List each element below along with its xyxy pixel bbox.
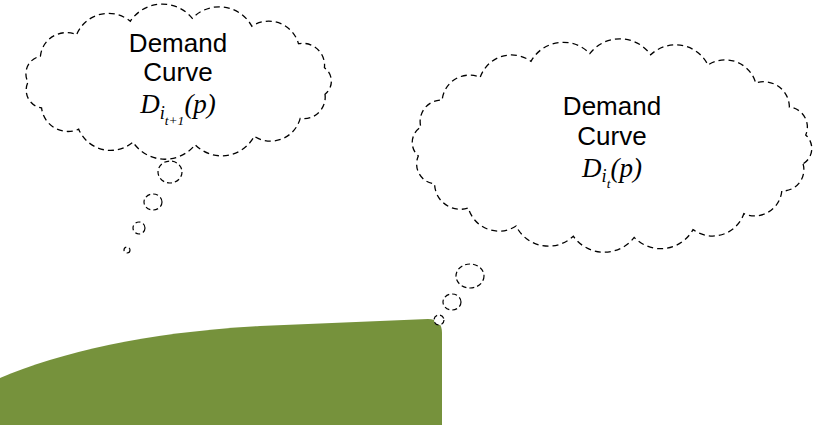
thought-bubble bbox=[434, 315, 444, 325]
cloud-text: Demand CurveDit+1(p) bbox=[113, 28, 243, 134]
thought-bubble bbox=[158, 161, 182, 183]
formula-part: D bbox=[582, 153, 602, 183]
cloud-label: Demand Curve bbox=[547, 92, 677, 152]
thought-bubble bbox=[133, 222, 145, 234]
formula: Dit(p) bbox=[547, 152, 677, 199]
formula-part: t bbox=[607, 176, 611, 191]
formula-part: (p) bbox=[184, 89, 215, 119]
thought-cloud: Demand CurveDit+1(p) bbox=[13, 3, 343, 160]
green-hill bbox=[0, 319, 442, 425]
formula-part: D bbox=[140, 89, 160, 119]
thought-bubble bbox=[124, 247, 130, 253]
thought-cloud: Demand CurveDit(p) bbox=[402, 38, 822, 253]
thought-bubble bbox=[456, 264, 484, 288]
cloud-text: Demand CurveDit(p) bbox=[547, 92, 677, 198]
cloud-label: Demand Curve bbox=[113, 28, 243, 88]
cloud-border bbox=[412, 38, 812, 251]
thought-trail bbox=[124, 161, 484, 325]
formula: Dit+1(p) bbox=[113, 88, 243, 135]
formula-part: i bbox=[602, 166, 607, 186]
formula-part: (p) bbox=[610, 153, 641, 183]
formula-part: i bbox=[160, 103, 165, 123]
thought-bubble bbox=[443, 294, 461, 310]
thought-bubble bbox=[144, 194, 162, 210]
formula-part: t+1 bbox=[165, 113, 185, 128]
cloud-border bbox=[26, 4, 331, 159]
